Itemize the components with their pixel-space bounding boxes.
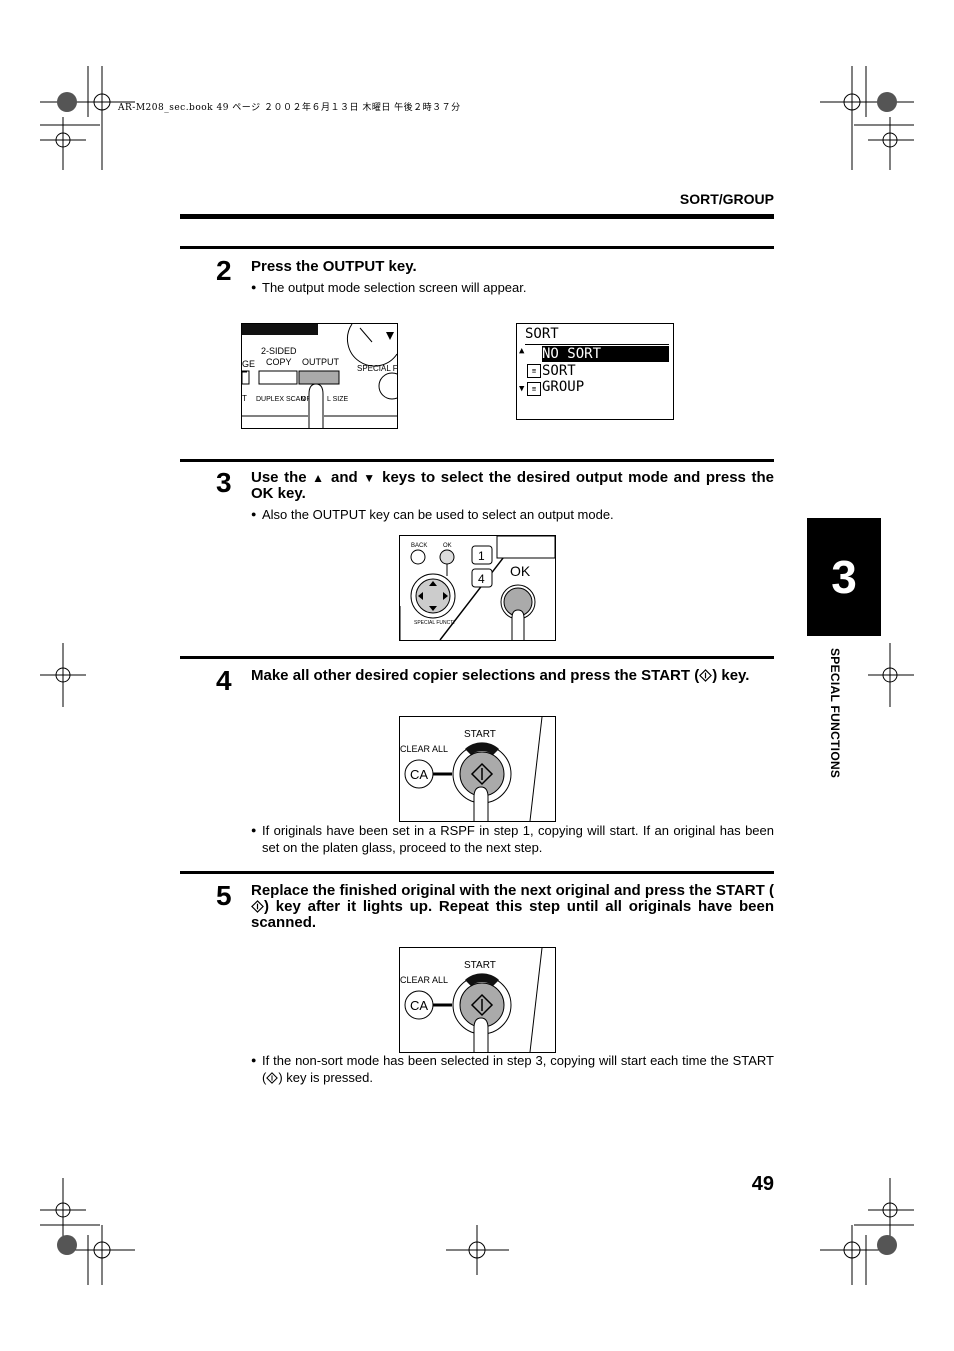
bullet-note: If the non-sort mode has been selected i… (251, 1052, 774, 1086)
down-arrow-icon: ▼ (519, 384, 525, 394)
panel-label: SPECIAL FUNCTI (414, 620, 455, 626)
keypad-digit: 1 (478, 549, 485, 563)
page-number: 49 (751, 1173, 774, 1195)
chapter-tab-label: SPECIAL FUNCTIONS (828, 648, 842, 779)
step-divider (180, 871, 774, 874)
start-key-icon (251, 900, 264, 913)
ok-key-illustration: BACK OK 1 4 OK SPECIAL FUNCTI (399, 535, 556, 641)
down-triangle-icon: ▼ (363, 471, 377, 485)
header-rule (180, 214, 774, 219)
step-number: 5 (216, 880, 232, 911)
ca-key-label: CA (410, 767, 428, 782)
chapter-tab: 3 (807, 518, 881, 636)
start-label: START (464, 960, 496, 971)
lcd-sort-screen: SORT ▲ NO SORT ≡ SORT ▼ ≡ GROUP (516, 323, 674, 420)
panel-label: OK (443, 543, 452, 549)
step-divider (180, 459, 774, 462)
panel-label: OUTPUT (302, 357, 340, 367)
panel-label: OR (301, 396, 312, 403)
step-divider (180, 656, 774, 659)
up-triangle-icon: ▲ (312, 471, 326, 485)
panel-label: DUPLEX SCAN (256, 396, 305, 403)
panel-label: 2-SIDED (261, 346, 297, 356)
start-key-illustration: START CLEAR ALL CA (399, 947, 556, 1053)
clear-all-label: CLEAR ALL (400, 975, 448, 985)
keypad-digit: 4 (478, 572, 485, 586)
step-divider (180, 246, 774, 249)
up-arrow-icon: ▲ (519, 346, 525, 356)
ok-key-label: OK (510, 563, 531, 579)
start-key-illustration: START CLEAR ALL CA (399, 716, 556, 822)
panel-label: T (242, 394, 247, 403)
bullet-note: The output mode selection screen will ap… (251, 279, 774, 296)
bullet-note: Also the OUTPUT key can be used to selec… (251, 506, 774, 523)
ca-key-label: CA (410, 998, 428, 1013)
step-number: 2 (216, 255, 232, 286)
sort-mode-icon: ≡ (527, 364, 541, 378)
step-instruction: Replace the finished original with the n… (251, 882, 774, 931)
step-instruction: Use the ▲ and ▼ keys to select the desir… (251, 469, 774, 502)
panel-label: SPECIAL FU (357, 364, 397, 373)
lcd-option-group: GROUP (542, 379, 585, 395)
panel-label: GE (242, 359, 255, 369)
section-title: SORT/GROUP (679, 191, 774, 207)
output-key-illustration: GE 2-SIDED COPY OUTPUT SPECIAL FU T DUPL… (241, 323, 398, 429)
step-instruction: Make all other desired copier selections… (251, 667, 750, 684)
lcd-option-sort: SORT (542, 363, 576, 379)
panel-label: COPY (266, 357, 292, 367)
step-number: 4 (216, 665, 232, 696)
start-key-icon (699, 669, 713, 682)
lcd-option-no-sort: NO SORT (542, 346, 669, 362)
step-number: 3 (216, 467, 232, 498)
bullet-note: If originals have been set in a RSPF in … (251, 822, 774, 856)
panel-label: L SIZE (327, 396, 348, 403)
step-instruction: Press the OUTPUT key. (251, 258, 417, 275)
panel-label: BACK (411, 543, 427, 549)
clear-all-label: CLEAR ALL (400, 744, 448, 754)
lcd-title: SORT (525, 326, 559, 342)
start-label: START (464, 729, 496, 740)
file-info-header: AR-M208_sec.book 49 ページ ２００２年６月１３日 木曜日 午… (118, 103, 461, 113)
start-key-icon (266, 1072, 279, 1084)
group-mode-icon: ≡ (527, 382, 541, 396)
